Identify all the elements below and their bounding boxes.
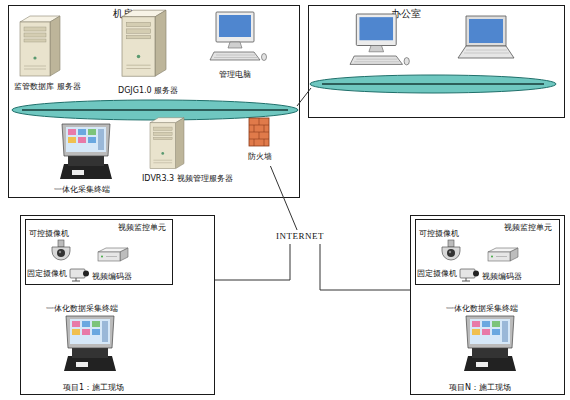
server-tower	[150, 118, 184, 169]
node-label: 视频监控单元	[504, 223, 552, 232]
room-zone: 机房监管数据库 服务器 DGJG1.0 服务器 管理电脑一体化采集终端 IDVR3.3…	[8, 5, 300, 198]
node-label: 可控摄像机	[29, 229, 69, 238]
firewall-icon	[259, 118, 260, 125]
node-label: 防火墙	[248, 152, 272, 161]
node-label: DGJG1.0 服务器	[118, 86, 178, 95]
node-label: 固定摄像机	[417, 269, 457, 278]
node-label: 项目N：施工现场	[449, 383, 511, 392]
firewall-icon	[249, 118, 269, 146]
office-zone: 办公室	[308, 5, 565, 118]
fixed-camera	[70, 269, 89, 281]
node-label: INTERNET	[262, 231, 338, 241]
encoder-node: 视频编码器	[482, 245, 526, 283]
node-label: 项目1：施工现场	[63, 383, 124, 392]
dome-camera	[52, 240, 70, 260]
node-label: 一体化数据采集终端	[46, 304, 118, 313]
firewall-icon	[249, 118, 269, 146]
video-unit: 视频监控单元可控摄像机固定摄像机 视频编码器	[415, 219, 560, 285]
server-tower	[122, 10, 166, 76]
network-connector	[270, 166, 297, 230]
collection-terminal	[60, 124, 112, 179]
node-label: 固定摄像机	[27, 269, 67, 278]
server-node: DGJG1.0 服务器	[112, 8, 204, 98]
node-label: 一体化数据采集终端	[446, 304, 518, 313]
firewall-icon	[254, 139, 255, 146]
laptop-computer	[458, 16, 514, 58]
camera-node: 固定摄像机	[27, 266, 91, 283]
network-band	[322, 83, 544, 85]
site-zone: 项目1：施工现场 视频监控单元可控摄像机固定摄像机 视频编码器一体化数据采集终端	[20, 215, 215, 395]
camera-node: 固定摄像机	[417, 266, 481, 283]
node-label: 一体化采集终端	[54, 185, 110, 194]
firewall-icon	[249, 139, 269, 140]
workstation-node: 管理电脑	[205, 8, 267, 82]
network-connector	[320, 244, 410, 290]
firewall-node: 防火墙	[240, 116, 280, 166]
server-node: IDVR3.3 视频管理服务器	[140, 116, 240, 188]
node-label: 视频监控单元	[118, 223, 166, 232]
network-link	[297, 88, 311, 106]
encoder-node: 视频编码器	[92, 245, 136, 283]
internet-cloud: INTERNET	[262, 230, 338, 244]
terminal-node: 一体化采集终端	[50, 122, 130, 196]
collection-terminal	[64, 316, 116, 371]
network-band	[22, 109, 288, 111]
node-label: 监管数据库 服务器	[14, 82, 81, 91]
collection-terminal	[464, 316, 516, 371]
node-label: 办公室	[391, 8, 421, 20]
node-label: IDVR3.3 视频管理服务器	[142, 174, 233, 183]
video-encoder	[488, 248, 518, 261]
firewall-icon	[249, 125, 269, 126]
desktop-computer	[350, 14, 409, 65]
camera-node: 可控摄像机	[419, 229, 475, 265]
video-unit: 视频监控单元可控摄像机固定摄像机 视频编码器	[25, 219, 173, 285]
firewall-icon	[254, 125, 255, 132]
desktop-computer	[210, 12, 267, 61]
terminal-node: 一体化数据采集终端	[40, 304, 140, 376]
node-label: 可控摄像机	[419, 229, 459, 238]
server-node: 监管数据库 服务器	[12, 12, 96, 96]
node-label: 机房	[113, 8, 133, 20]
camera-node: 可控摄像机	[29, 229, 85, 265]
firewall-icon	[259, 132, 260, 139]
server-tower	[20, 16, 60, 76]
network-band	[12, 100, 298, 120]
dome-camera	[442, 240, 460, 260]
firewall-icon	[249, 132, 269, 133]
firewall-icon	[264, 125, 265, 132]
firewall-icon	[264, 139, 265, 146]
network-band	[310, 75, 556, 93]
node-label: 管理电脑	[219, 70, 251, 79]
network-connector	[215, 244, 290, 280]
node-label: 视频编码器	[92, 272, 132, 281]
terminal-node: 一体化数据采集终端	[440, 304, 540, 376]
fixed-camera	[460, 269, 479, 281]
network-band	[310, 75, 556, 93]
site-zone: 项目N：施工现场 视频监控单元可控摄像机固定摄像机 视频编码器一体化数据采集终端	[410, 215, 565, 395]
network-band	[12, 100, 298, 120]
video-encoder	[98, 248, 128, 261]
node-label: 视频编码器	[482, 272, 522, 281]
